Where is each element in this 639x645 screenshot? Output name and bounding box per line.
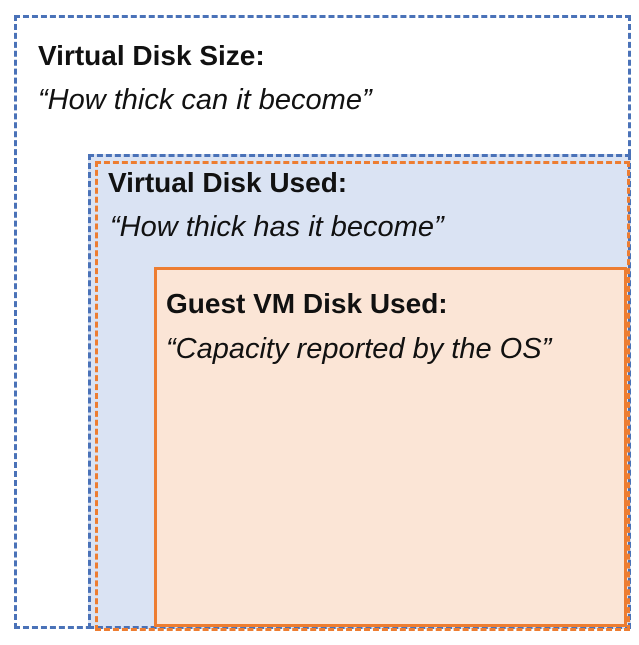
guest-vm-disk-used-subtitle: “Capacity reported by the OS” [166,333,552,365]
virtual-disk-size-subtitle: “How thick can it become” [38,84,372,116]
virtual-disk-used-orange-outline [95,161,630,631]
virtual-disk-used-title: Virtual Disk Used: [108,167,348,198]
guest-vm-disk-used-region [154,267,627,627]
virtual-disk-used-subtitle: “How thick has it become” [110,211,444,243]
virtual-disk-size-title: Virtual Disk Size: [38,40,265,71]
guest-vm-disk-used-title: Guest VM Disk Used: [166,288,448,319]
